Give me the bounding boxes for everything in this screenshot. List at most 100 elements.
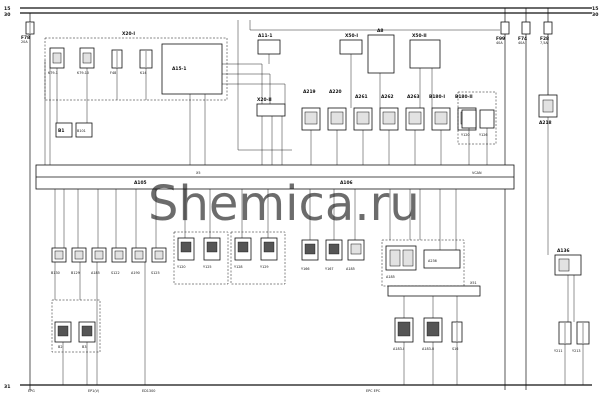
controller-a106-label: A106 bbox=[340, 180, 353, 186]
rail-label-31: 31 bbox=[4, 384, 10, 390]
fuse-f99-label: F99 bbox=[496, 36, 505, 42]
module-a15-1: A15-1 bbox=[161, 43, 223, 95]
actuator-y166-label: Y166 bbox=[301, 267, 310, 271]
sensor-a220: A220 bbox=[327, 89, 347, 131]
device-a183-ii-label: A183-II bbox=[422, 347, 434, 351]
solenoid-y125: Y125 bbox=[203, 237, 221, 269]
actuator-a185-label: A185 bbox=[346, 267, 355, 271]
device-b130-label: B130 bbox=[51, 271, 60, 275]
relay-k79-1-label: K79-1 bbox=[48, 71, 58, 75]
power-rails: 15 30 31 15 30 bbox=[4, 6, 598, 390]
solenoid-y129: Y129 bbox=[260, 237, 278, 269]
motor-module-a236-label: A236 bbox=[428, 259, 437, 263]
valve-y211-label: Y211 bbox=[554, 349, 563, 353]
solenoid-y120-label: Y120 bbox=[177, 265, 186, 269]
connector-x51-label: X51 bbox=[470, 281, 477, 285]
device-b130: B130 bbox=[51, 247, 67, 275]
valve-b180-ii-label: B180-II bbox=[455, 94, 473, 100]
connector-x50-i: X50-I bbox=[339, 33, 363, 55]
sensor-a219: A219 bbox=[301, 89, 321, 131]
rail-label-30: 30 bbox=[4, 12, 10, 18]
fuse-f78-label: F78 bbox=[21, 35, 30, 41]
device-s125: S125 bbox=[151, 247, 167, 275]
relay-k79-10-label: K79-10 bbox=[77, 71, 89, 75]
device-b3-label: B3 bbox=[82, 345, 86, 349]
sensor-a261-label: A261 bbox=[355, 94, 368, 100]
fuse-f78-rating: 20A bbox=[21, 40, 28, 44]
fuse-b1: B1 bbox=[55, 122, 73, 138]
bus-harness-top: A105 A106 X5 VCAN bbox=[35, 164, 515, 190]
module-a15-1-label: A15-1 bbox=[172, 66, 186, 72]
connector-x50-i-label: X50-I bbox=[345, 33, 358, 39]
fuse-b1-label: B1 bbox=[58, 128, 64, 134]
valve-y211: Y211 bbox=[554, 321, 572, 353]
rail-label-15-right: 15 bbox=[592, 6, 598, 12]
device-a190-label: A190 bbox=[131, 271, 140, 275]
device-s122: S122 bbox=[111, 247, 127, 275]
device-b129-label: B129 bbox=[71, 271, 80, 275]
actuator-y167: Y167 bbox=[325, 239, 343, 271]
sensor-a262: A262 bbox=[379, 94, 399, 131]
fuse-f28-label: F28 bbox=[540, 36, 549, 42]
solenoid-y120: Y120 bbox=[177, 237, 195, 269]
device-a185-left: A185 bbox=[91, 247, 107, 275]
module-a8: A8 bbox=[367, 28, 395, 74]
bus-tag-x5: X5 bbox=[196, 171, 200, 175]
fuse-f48-label: F48 bbox=[110, 71, 116, 75]
bottom-note-ed1300: ED1300 bbox=[142, 389, 155, 393]
device-b2-label: B2 bbox=[58, 345, 62, 349]
device-a185-left-label: A185 bbox=[91, 271, 100, 275]
device-a183-i-label: A183-I bbox=[393, 347, 404, 351]
device-s122-label: S122 bbox=[111, 271, 120, 275]
watermark-text: Shemica.ru bbox=[148, 176, 420, 232]
fuse-f74: F74 40A bbox=[518, 8, 531, 390]
module-a11-1-label: A11-1 bbox=[258, 33, 272, 39]
sensor-a220-label: A220 bbox=[329, 89, 342, 95]
rail-label-30-right: 30 bbox=[592, 12, 598, 18]
connector-x20-ii-label: X20-II bbox=[257, 97, 272, 103]
actuator-y167-label: Y167 bbox=[325, 267, 334, 271]
wire-bundle-top bbox=[44, 20, 549, 255]
valve-y126-label: Y126 bbox=[479, 133, 488, 137]
fuse-f99-rating: 40A bbox=[496, 41, 503, 45]
relay-a136: A136 bbox=[554, 248, 582, 322]
valve-y213-label: Y213 bbox=[572, 349, 581, 353]
bottom-note-epg: EPG bbox=[28, 389, 35, 393]
relay-a136-label: A136 bbox=[557, 248, 570, 254]
solenoid-group-1-frame bbox=[173, 231, 229, 285]
fuse-f78: F78 20A bbox=[21, 13, 35, 390]
actuator-a185: A185 bbox=[346, 239, 365, 271]
solenoid-group-2-frame bbox=[230, 231, 286, 285]
relay-a218-label: A218 bbox=[539, 120, 552, 126]
module-a8-label: A8 bbox=[377, 28, 383, 34]
relay-k14-label: K14 bbox=[140, 71, 147, 75]
bottom-note-epc-pair: EPC EPC bbox=[366, 389, 381, 393]
switch-block-a185-label: A185 bbox=[386, 275, 395, 279]
sensor-a263-label: A263 bbox=[407, 94, 420, 100]
fuse-b101-label: B101 bbox=[77, 129, 86, 133]
sensor-a219-label: A219 bbox=[303, 89, 316, 95]
fuse-b101: B101 bbox=[75, 122, 93, 138]
fuse-f28-rating: 7,5A bbox=[540, 41, 548, 45]
bottom-note-epg-ep1: EP1(V) bbox=[88, 389, 100, 393]
connector-x20-ii: X20-II bbox=[256, 97, 286, 117]
fuse-f74-label: F74 bbox=[518, 36, 527, 42]
connector-x50-ii: X50-II bbox=[409, 33, 441, 69]
module-a11-1: A11-1 bbox=[257, 33, 281, 55]
rail-label-15: 15 bbox=[4, 6, 10, 12]
device-b129: B129 bbox=[71, 247, 87, 275]
device-a183-i: A183-I bbox=[393, 317, 414, 351]
actuator-y166: Y166 bbox=[301, 239, 319, 271]
fuse-f28: F28 7,5A bbox=[540, 8, 553, 95]
connector-x20-i-label: X20-I bbox=[122, 31, 135, 37]
bottom-left-frame bbox=[51, 299, 101, 353]
device-a190: A190 bbox=[131, 247, 147, 275]
switch-block-a185: A185 bbox=[385, 245, 417, 279]
connector-x50-ii-label: X50-II bbox=[412, 33, 427, 39]
solenoid-y129-label: Y129 bbox=[260, 265, 269, 269]
motor-module-a236: A236 bbox=[423, 249, 461, 269]
bus-tag-vcan: VCAN bbox=[472, 171, 482, 175]
ground-wires bbox=[54, 262, 584, 385]
valve-y126: Y126 bbox=[479, 109, 495, 137]
